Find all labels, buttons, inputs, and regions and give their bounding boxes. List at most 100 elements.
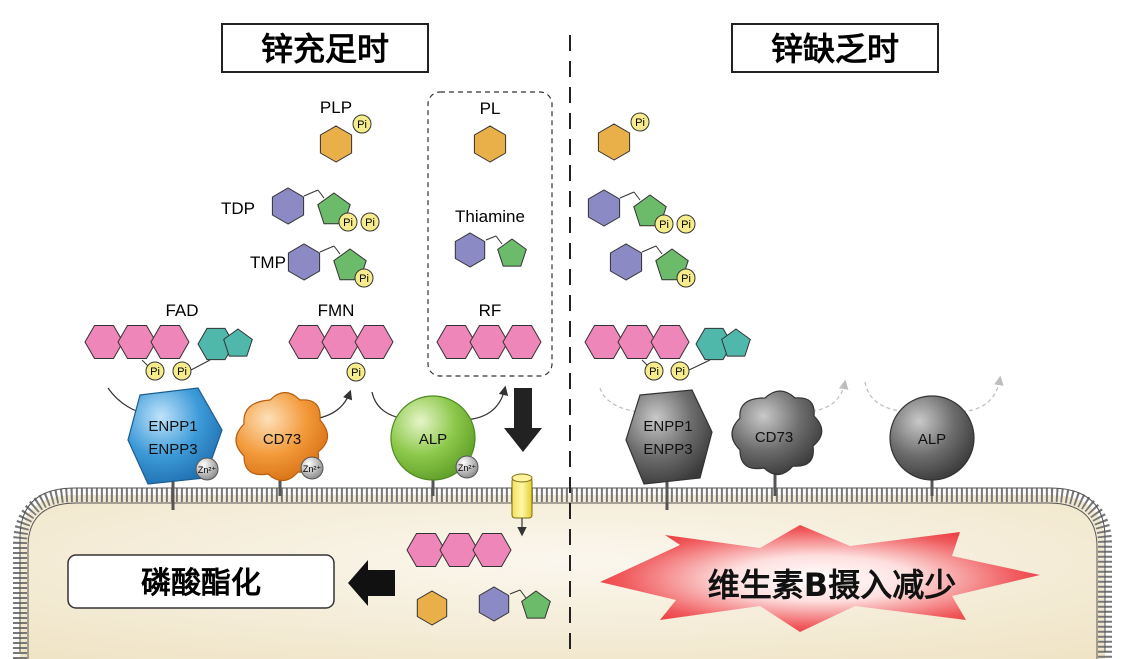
phosphate-circle: [654, 214, 674, 234]
rf-flavin-ring: [502, 325, 542, 359]
bond-line: [333, 245, 341, 255]
cd73-arc-dashed: [804, 379, 849, 413]
alp-enzyme-left: [390, 395, 476, 481]
fad-adenine-pentagon: [721, 328, 751, 357]
fad-flavin-ring: [650, 325, 690, 359]
phosphorylation-label: 磷酸酯化: [141, 566, 261, 601]
phosphate-circle: [346, 362, 366, 382]
enpp3-label-right: ENPP3: [643, 441, 692, 458]
phosphate-label: Pi: [635, 117, 645, 129]
bond-line: [303, 189, 319, 197]
phosphate-circle: [676, 268, 696, 288]
rf-label: RF: [479, 301, 502, 320]
phosphorylation-arrow: [348, 560, 395, 606]
phosphate-label: Pi: [351, 367, 361, 379]
fad-flavin-ring: [584, 325, 624, 359]
bond-line: [619, 191, 635, 199]
pyrimidine-hexagon: [587, 189, 621, 227]
absorbed-pyridoxal-hexagon: [416, 590, 448, 626]
fad-flavin-ring: [617, 325, 657, 359]
fad-label: FAD: [165, 301, 198, 320]
pyrimidine-hexagon: [287, 243, 321, 281]
enzyme-anchors: [171, 470, 934, 510]
alp-arc-right-dashed: [954, 375, 1004, 413]
phosphate-circle: [172, 361, 192, 381]
enpp-enzyme-right: [625, 389, 713, 485]
fad-adenine-pentagon: [223, 328, 253, 357]
phosphate-circle: [354, 268, 374, 288]
plp-label: PLP: [320, 98, 352, 117]
zinc-label: Zn²⁺: [458, 463, 477, 473]
cell-membrane: [13, 487, 1112, 659]
pl-label: PL: [480, 99, 501, 118]
absorbed-flavin-ring: [406, 533, 446, 567]
absorbed-flavin-ring: [439, 533, 479, 567]
phosphate-circle: [630, 112, 650, 132]
bond-line: [641, 245, 657, 253]
fmn-flavin-ring: [321, 325, 361, 359]
cd73-enzyme-right: [731, 390, 823, 476]
fad-adenine-hexagon: [197, 327, 235, 361]
transport-channel: [511, 473, 533, 519]
enpp1-label-left: ENPP1: [148, 418, 197, 435]
phosphate-circle: [676, 214, 696, 234]
absorbed-pyrimidine-hexagon: [478, 586, 510, 622]
cd73-label-right: CD73: [755, 429, 793, 446]
bond-line: [633, 191, 641, 201]
phosphate-label: Pi: [359, 273, 369, 285]
uptake-arrow: [504, 388, 542, 452]
enpp3-label-left: ENPP3: [148, 441, 197, 458]
absorbed-flavin-ring: [472, 533, 512, 567]
right-panel-title: 锌缺乏时: [771, 30, 899, 68]
thiazole-pentagon: [497, 238, 527, 267]
phosphate-circle: [644, 361, 664, 381]
tmp-label: TMP: [250, 253, 286, 272]
phosphate-label: Pi: [365, 217, 375, 229]
fmn-flavin-ring: [354, 325, 394, 359]
phosphate-label: Pi: [675, 366, 685, 378]
bond-line: [509, 589, 521, 595]
bond-line: [190, 359, 211, 371]
pyrimidine-hexagon: [609, 243, 643, 281]
pyridoxal-hexagon: [319, 125, 353, 163]
bond-line: [317, 189, 325, 199]
cd73-label-left: CD73: [263, 431, 301, 448]
phosphate-label: Pi: [681, 219, 691, 231]
rf-flavin-ring: [436, 325, 476, 359]
bond-line: [485, 235, 497, 241]
zinc-ion: Zn²⁺: [300, 456, 324, 480]
bond-line: [688, 359, 711, 371]
phosphate-circle: [338, 212, 358, 232]
bond-line: [319, 245, 335, 253]
pyrimidine-hexagon: [454, 232, 486, 268]
alp-label-right: ALP: [918, 431, 946, 448]
right-title-box: [731, 23, 939, 73]
fad-flavin-ring: [150, 325, 190, 359]
reduced-intake-label: 维生素B摄入减少: [708, 566, 956, 604]
left-title-box: [221, 23, 429, 73]
free-vitamin-box: [427, 91, 553, 377]
reduced-intake-burst: [600, 525, 1040, 632]
phosphate-label: Pi: [150, 366, 160, 378]
fad-adenine-hexagon: [695, 327, 733, 361]
tdp-label: TDP: [221, 199, 255, 218]
left-panel-title: 锌充足时: [261, 30, 389, 68]
enpp1-label-right: ENPP1: [643, 418, 692, 435]
bond-line: [519, 589, 527, 599]
alp-label-left: ALP: [419, 431, 447, 448]
phosphate-label: Pi: [659, 219, 669, 231]
phosphate-circle: [360, 212, 380, 232]
phosphorylation-box: [67, 554, 335, 609]
pyridoxal-hexagon: [473, 125, 507, 163]
fad-flavin-ring: [84, 325, 124, 359]
zinc-ion: Zn²⁺: [195, 457, 219, 481]
phosphate-circle: [670, 361, 690, 381]
phosphate-label: Pi: [681, 273, 691, 285]
alp-enzyme-right: [889, 395, 975, 481]
phosphate-label: Pi: [343, 217, 353, 229]
pyridoxal-hexagon: [597, 123, 631, 161]
phosphate-circle: [352, 114, 372, 134]
phosphate-label: Pi: [177, 366, 187, 378]
absorbed-thiazole-pentagon: [521, 590, 551, 619]
